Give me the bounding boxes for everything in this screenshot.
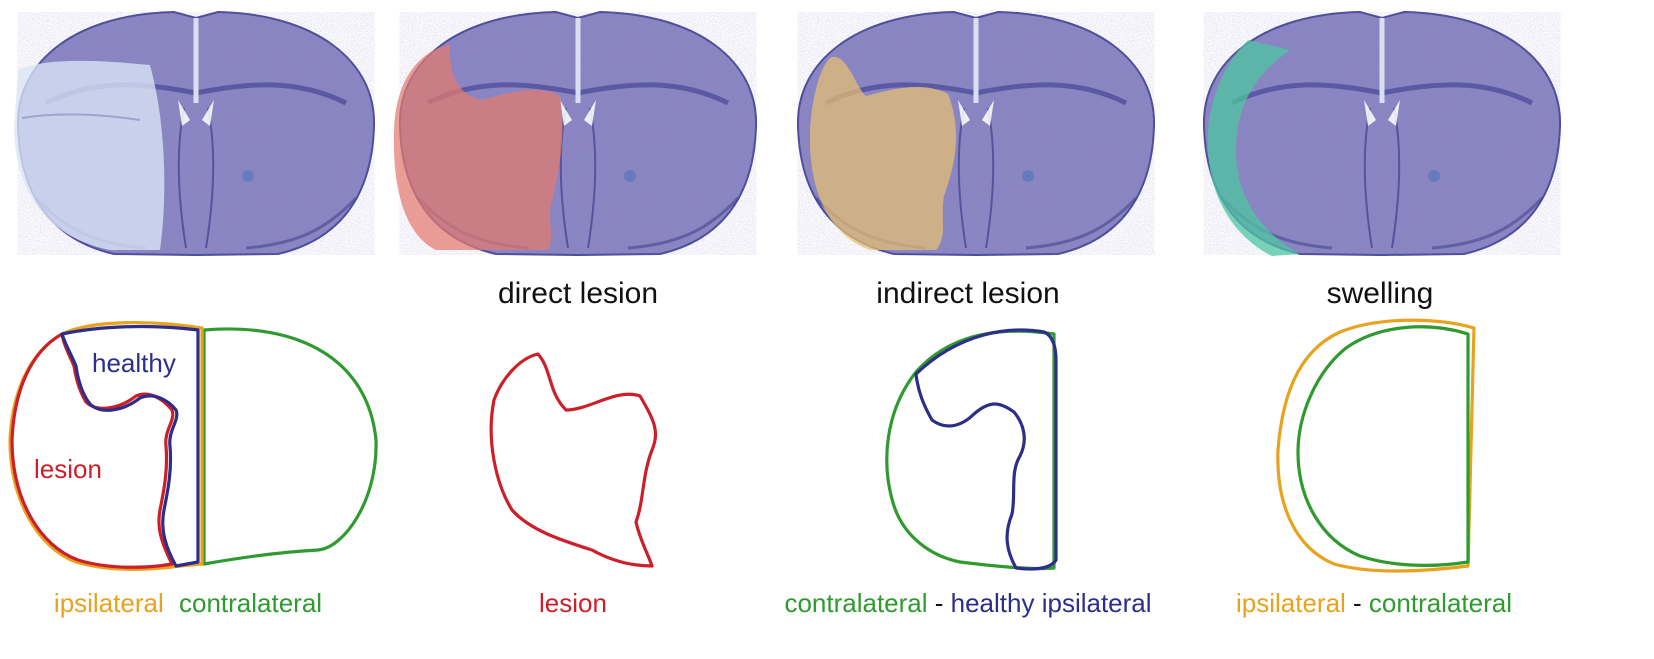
caption-ipsilateral-4: ipsilateral (1236, 588, 1346, 618)
outline-direct-lesion (489, 352, 658, 568)
outlines-indirect (885, 328, 1058, 571)
label-healthy: healthy (92, 348, 176, 378)
caption-lesion: lesion (539, 588, 607, 618)
caption-panel-1: ipsilateral contralateral (54, 588, 322, 618)
title-direct-lesion: direct lesion (498, 277, 658, 310)
label-lesion-outline: lesion (34, 454, 102, 484)
caption-contralateral-3: contralateral (784, 588, 927, 618)
title-indirect-lesion: indirect lesion (876, 277, 1059, 310)
outlines-swelling (1276, 318, 1476, 573)
outline-lesion (10, 332, 175, 569)
caption-contralateral: contralateral (179, 588, 322, 618)
caption-panel-3: contralateral - healthy ipsilateral (784, 588, 1151, 618)
section-indirect-lesion (798, 12, 1154, 255)
outline-contralateral-overlay (1296, 325, 1470, 567)
outline-contralateral (202, 327, 378, 566)
outline-healthy-ipsilateral (914, 328, 1058, 571)
caption-minus-3: - (928, 588, 951, 618)
title-swelling: swelling (1327, 277, 1434, 310)
caption-panel-2: lesion (539, 588, 607, 618)
direct-lesion-overlay (393, 44, 563, 250)
swelling-overlay (1207, 40, 1300, 256)
indirect-lesion-overlay (809, 56, 957, 250)
caption-ipsilateral: ipsilateral (54, 588, 164, 618)
outline-ipsilateral (8, 321, 204, 571)
section-swelling (1204, 12, 1560, 256)
outline-ipsilateral-swollen (1276, 318, 1476, 573)
caption-healthy-ipsilateral: healthy ipsilateral (951, 588, 1152, 618)
outline-contralateral-mirrored (885, 329, 1056, 571)
caption-panel-4: ipsilateral - contralateral (1236, 588, 1512, 618)
caption-contralateral-4: contralateral (1369, 588, 1512, 618)
outlines-injured (8, 321, 378, 571)
outline-healthy (60, 324, 200, 568)
caption-minus-4: - (1346, 588, 1369, 618)
section-injured (14, 12, 374, 255)
section-direct-lesion (393, 12, 756, 255)
